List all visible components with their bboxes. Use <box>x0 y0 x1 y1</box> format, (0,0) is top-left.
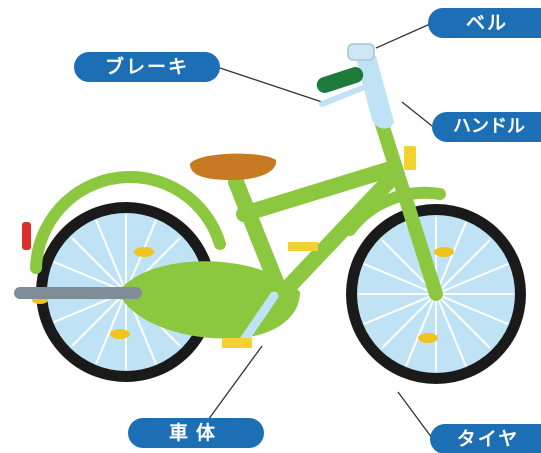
leader-line-bell <box>375 23 431 49</box>
rear-spoke-reflector <box>134 247 154 257</box>
rear-reflector <box>22 222 31 250</box>
leader-lines <box>207 23 433 439</box>
front-spoke-reflector <box>434 247 454 257</box>
brake-lever <box>319 85 365 107</box>
handlebar-stem <box>356 56 394 129</box>
label-bell: ベル <box>428 8 541 38</box>
pedal <box>222 338 252 348</box>
front-spoke-reflector <box>418 333 438 343</box>
handlebar-grip <box>316 67 364 93</box>
leader-line-frame <box>207 345 263 421</box>
crank-arm <box>239 291 279 345</box>
rear-fender <box>30 170 226 274</box>
bike-frame <box>228 111 443 310</box>
saddle <box>190 153 277 180</box>
leader-line-handlebar <box>401 101 433 127</box>
rear-spoke-reflector <box>110 329 130 339</box>
label-handlebar: ハンドル <box>432 112 541 142</box>
label-tire: タイヤ <box>430 424 541 453</box>
label-frame: 車体 <box>128 418 264 448</box>
leader-line-tire <box>397 391 433 439</box>
pedal <box>288 242 318 251</box>
leader-line-brake <box>219 67 323 103</box>
front-reflector <box>404 146 416 170</box>
bell <box>347 43 375 61</box>
label-brake: ブレーキ <box>74 52 220 82</box>
